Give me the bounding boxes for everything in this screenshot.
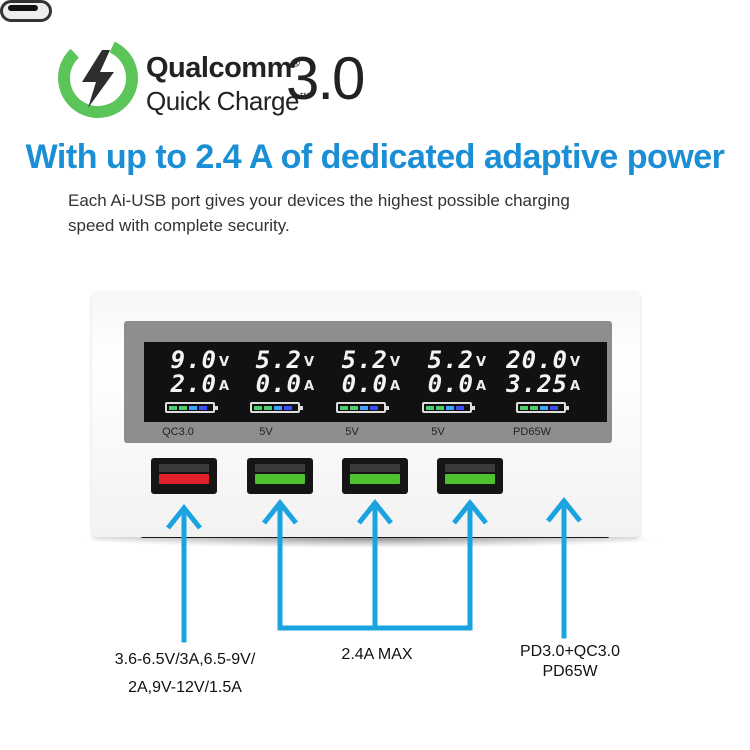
usb-a-cavity xyxy=(445,464,495,472)
usb-a-tongue xyxy=(445,474,495,484)
voltage-readout: 20.0 xyxy=(506,346,568,374)
callout-usb-max: 2.4A MAX xyxy=(341,646,413,663)
battery-icon xyxy=(422,402,475,413)
current-unit: A xyxy=(219,379,230,394)
usb-a-cavity xyxy=(350,464,400,472)
current-unit: A xyxy=(476,379,487,394)
current-unit: A xyxy=(304,379,315,394)
battery-icon xyxy=(250,402,303,413)
current-readout: 3.25 xyxy=(506,370,568,398)
usb-a-cavity xyxy=(159,464,209,472)
brand-product: Quick Charge™ xyxy=(146,86,310,116)
description-line-2: speed with complete security. xyxy=(68,216,290,235)
voltage-readout: 9.0 xyxy=(170,346,217,374)
battery-icon xyxy=(336,402,389,413)
voltage-readout: 5.2 xyxy=(427,346,474,374)
current-readout: 0.0 xyxy=(427,370,474,398)
port-label-2: 5V xyxy=(259,426,273,438)
port-label-5: PD65W xyxy=(513,426,551,438)
lightning-bolt-ring-icon xyxy=(58,38,138,118)
usb-a-port-2[interactable] xyxy=(247,458,313,494)
usb-a-tongue xyxy=(159,474,209,484)
port-label-4: 5V xyxy=(431,426,445,438)
voltage-readout: 5.2 xyxy=(341,346,388,374)
usb-a-tongue xyxy=(350,474,400,484)
voltage-unit: V xyxy=(304,355,315,370)
usb-c-port[interactable] xyxy=(0,0,52,22)
voltage-unit: V xyxy=(570,355,581,370)
headline: With up to 2.4 A of dedicated adaptive p… xyxy=(25,138,725,176)
usb-c-slot xyxy=(8,5,38,11)
voltage-unit: V xyxy=(219,355,230,370)
callout-pd-line-2: PD65W xyxy=(542,663,598,680)
battery-icon xyxy=(516,402,569,413)
voltage-readout: 5.2 xyxy=(255,346,302,374)
port-label-3: 5V xyxy=(345,426,359,438)
brand-version: 3.0 xyxy=(286,45,365,112)
usb-a-port-3[interactable] xyxy=(342,458,408,494)
current-readout: 2.0 xyxy=(170,370,217,398)
current-unit: A xyxy=(390,379,401,394)
port-label-1: QC3.0 xyxy=(162,426,194,438)
voltage-unit: V xyxy=(476,355,487,370)
voltage-unit: V xyxy=(390,355,401,370)
callout-qc-line-1: 3.6-6.5V/3A,6.5-9V/ xyxy=(114,651,256,668)
usb-a-tongue xyxy=(255,474,305,484)
usb-a-port-4[interactable] xyxy=(437,458,503,494)
callout-pd-spec: PD3.0+QC3.0 PD65W xyxy=(500,642,640,682)
callout-qc-spec: 3.6-6.5V/3A,6.5-9V/ 2A,9V-12V/1.5A xyxy=(90,646,280,702)
current-unit: A xyxy=(570,379,581,394)
callout-qc-line-2: 2A,9V-12V/1.5A xyxy=(128,679,242,696)
current-readout: 0.0 xyxy=(341,370,388,398)
brand-name: Qualcomm® xyxy=(146,52,300,84)
callout-pd-line-1: PD3.0+QC3.0 xyxy=(519,643,621,660)
description-line-1: Each Ai-USB port gives your devices the … xyxy=(68,191,570,210)
current-readout: 0.0 xyxy=(255,370,302,398)
usb-a-port-1[interactable] xyxy=(151,458,217,494)
usb-a-cavity xyxy=(255,464,305,472)
battery-icon xyxy=(165,402,218,413)
description: Each Ai-USB port gives your devices the … xyxy=(68,188,628,238)
